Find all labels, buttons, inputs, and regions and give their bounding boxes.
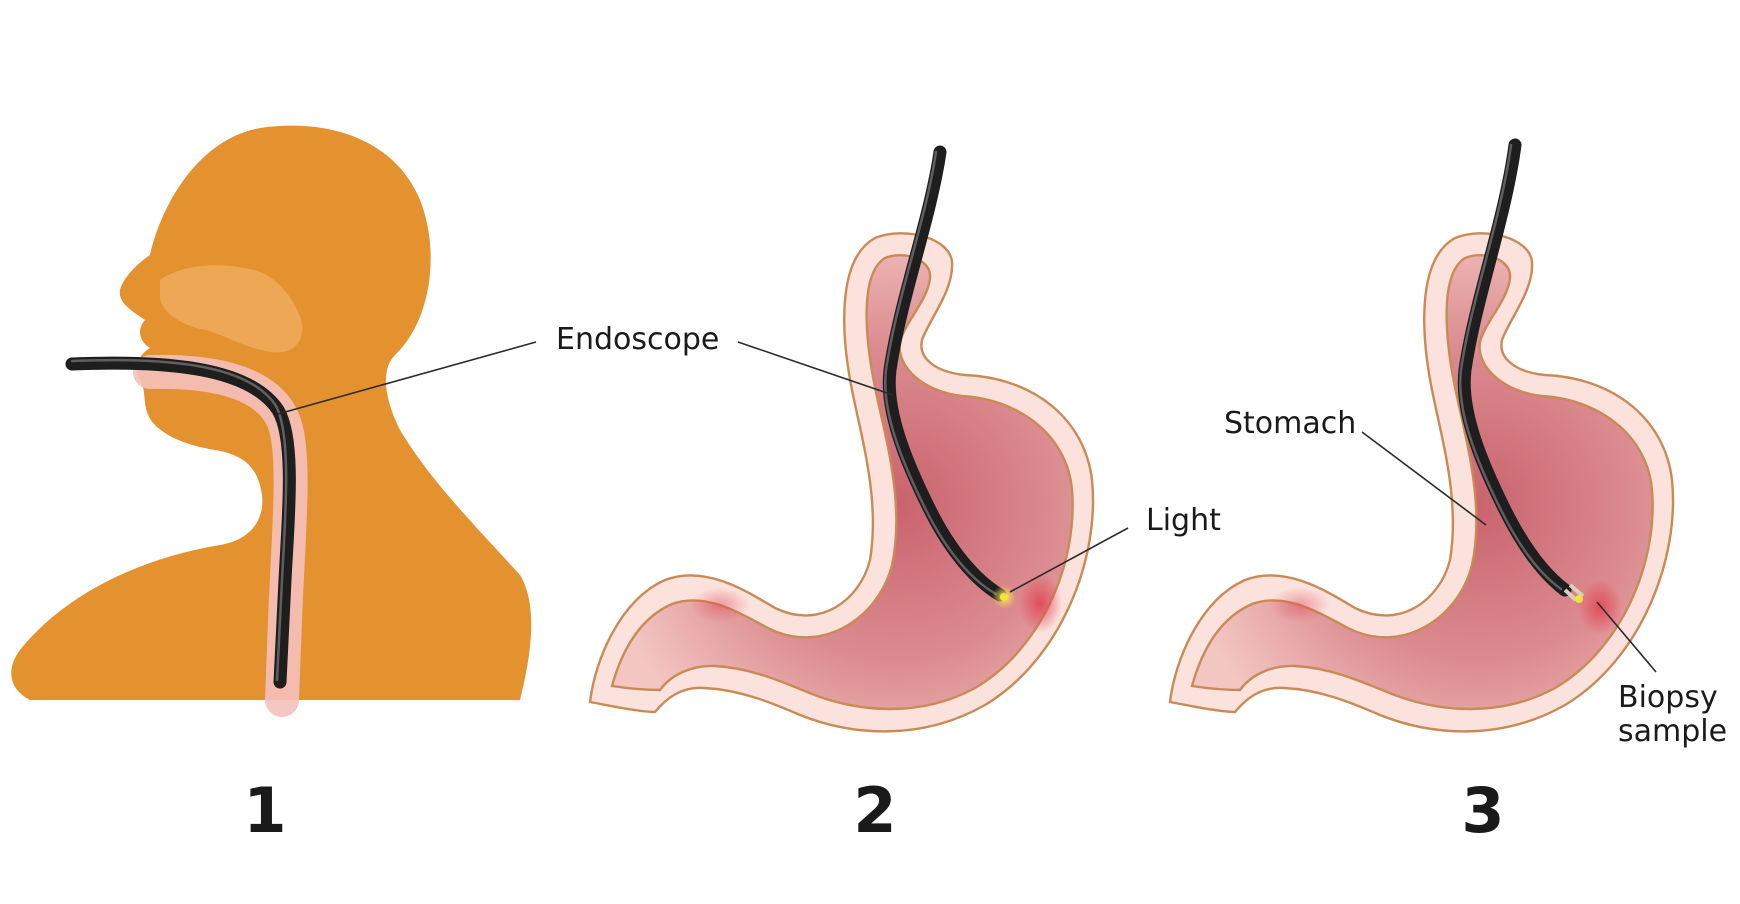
target-spot-2: [1018, 573, 1062, 633]
light-tip: [1000, 593, 1008, 601]
step-number-3: 3: [1461, 774, 1504, 847]
endoscope-tube-3: [1457, 138, 1572, 597]
step-number-1: 1: [243, 774, 286, 847]
endoscope-leader-2: [737, 341, 894, 396]
endoscope-highlight-3: [1459, 143, 1563, 591]
panel-2-stomach: [588, 145, 1095, 733]
stomach-spot-3: [1270, 587, 1330, 623]
panel-1-head: [11, 125, 532, 717]
step-number-2: 2: [853, 774, 896, 847]
biopsy-label-line1: Biopsy: [1618, 680, 1718, 715]
endoscope-leader-1: [277, 341, 537, 415]
endoscope-tube-2: [882, 145, 1007, 602]
nasal-cavity: [160, 265, 303, 353]
stomach-leader: [1361, 431, 1487, 526]
endoscope-highlight-1: [70, 358, 288, 682]
biopsy-label-line2: sample: [1618, 714, 1727, 749]
biopsy-leader: [1596, 601, 1657, 673]
endoscope-label: Endoscope: [556, 322, 719, 357]
stomach-label: Stomach: [1224, 406, 1356, 441]
panel-3-stomach: [1168, 138, 1675, 733]
stomach-3: [1168, 232, 1675, 733]
endoscope-highlight-2: [884, 150, 998, 596]
light-leader: [1009, 527, 1129, 593]
biopsy-tip-light: [1575, 595, 1583, 603]
biopsy-spot: [1578, 579, 1622, 635]
biopsy-forceps: [1563, 583, 1585, 602]
stomach-2: [588, 232, 1095, 733]
light-label: Light: [1146, 503, 1221, 538]
stomach-spot-2: [690, 587, 750, 623]
